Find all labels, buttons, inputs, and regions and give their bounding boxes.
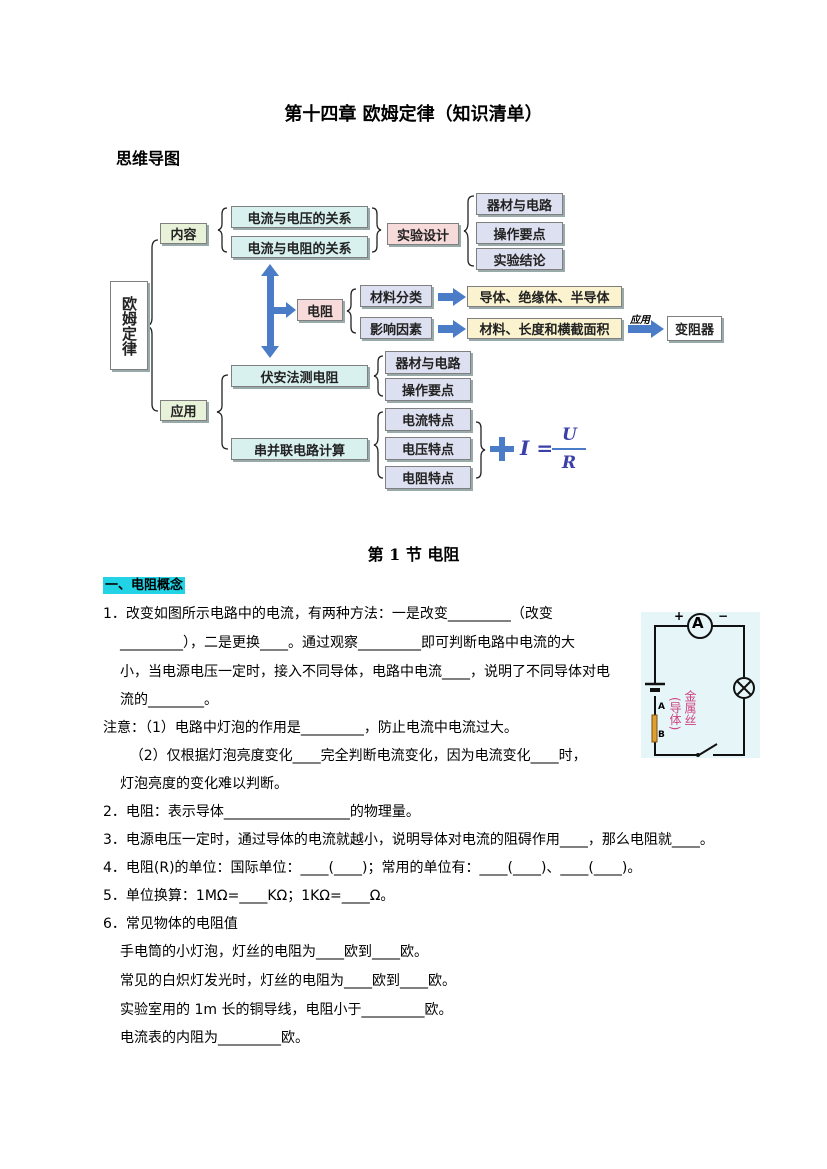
point-a-label: A [658,702,665,712]
node-rheostat: 变阻器 [667,316,722,341]
node-experiment-design: 实验设计 [387,223,459,245]
node-rel-voltage: 电流与电压的关系 [231,206,368,228]
subsection-heading: 一、电阻概念 [103,574,186,594]
formula-lhs: I = [520,436,554,460]
mindmap-heading: 思维导图 [116,149,181,168]
node-factors: 影响因素 [360,317,432,339]
node-sp-item: 电压特点 [385,437,471,460]
node-series-parallel: 串并联电路计算 [231,438,368,460]
node-exp-item: 实验结论 [476,248,563,270]
formula-denominator: R [562,453,577,473]
apply-arrow-label: 应用 [630,315,650,326]
minus-terminal: − [718,609,729,623]
text-line: 注意：（1）电路中灯泡的作用是_________，防止电流中电流过大。 [103,720,518,736]
text-line: 5．单位换算：1MΩ=____KΩ；1KΩ=____Ω。 [103,888,395,904]
point-b-label: B [658,730,665,740]
node-factor-result: 材料、长度和横截面积 [467,318,622,339]
text-line: 流的________。 [120,692,218,708]
mind-map-connectors [146,195,664,479]
node-volt-item: 器材与电路 [385,351,471,374]
text-line: 3．电源电压一定时，通过导体的电流就越小，说明导体对电流的阻碍作用____，那么… [103,832,714,848]
circuit-diagram: A + − A B (导体) 金属丝 [641,609,760,758]
node-rel-resistance: 电流与电阻的关系 [231,236,368,258]
node-exp-item: 器材与电路 [476,193,563,215]
section-title: 第 1 节 电阻 [367,545,460,564]
formula-numerator: U [562,425,577,445]
node-resistance: 电阻 [297,299,343,321]
ammeter-label: A [692,614,704,632]
text-line: 灯泡亮度的变化难以判断。 [120,776,288,792]
text-line: _________），二是更换____。通过观察_________即可判断电路中… [120,635,575,651]
circuit-wires [645,613,755,757]
page-title: 第十四章 欧姆定律（知识清单） [284,104,543,125]
conductor-label: (导体) [668,697,682,731]
node-material-class: 材料分类 [360,285,432,307]
text-line: （2）仅根据灯泡亮度变化____完全判断电流变化，因为电流变化____时， [103,748,587,764]
text-line: 实验室用的 1m 长的铜导线，电阻小于_________欧。 [120,1002,453,1018]
mind-map: 欧姆定律 内容 应用 电流与电压的关系 电流与电阻的关系 实验设计 器材与电路 … [0,0,827,520]
text-line: 手电筒的小灯泡，灯丝的电阻为____欧到____欧。 [120,944,428,960]
text-line: 4．电阻(R)的单位：国际单位：____(____)；常用的单位有：____(_… [103,860,642,876]
node-volt-item: 操作要点 [385,378,471,401]
node-sp-item: 电流特点 [385,408,471,431]
text-line: 常见的白炽灯发光时，灯丝的电阻为____欧到____欧。 [120,973,456,989]
node-sp-item: 电阻特点 [385,466,471,489]
root-node: 欧姆定律 [110,281,148,370]
text-line: 6．常见物体的电阻值 [103,916,238,932]
text-line: 1．改变如图所示电路中的电流，有两种方法：一是改变_________（改变 [103,606,553,622]
node-material-result: 导体、绝缘体、半导体 [467,286,622,307]
node-application: 应用 [160,400,207,421]
node-exp-item: 操作要点 [476,222,563,244]
text-line: 2．电阻：表示导体__________________的物理量。 [103,804,420,820]
metal-wire-label: 金属丝 [683,690,697,726]
subsection-label: 一、电阻概念 [103,577,186,594]
node-voltammetry: 伏安法测电阻 [231,365,368,387]
text-line: 电流表的内阻为_________欧。 [120,1030,309,1046]
node-content: 内容 [160,223,207,244]
plus-terminal: + [674,609,685,623]
text-line: 小，当电源电压一定时，接入不同导体，电路中电流____，说明了不同导体对电 [120,664,610,680]
